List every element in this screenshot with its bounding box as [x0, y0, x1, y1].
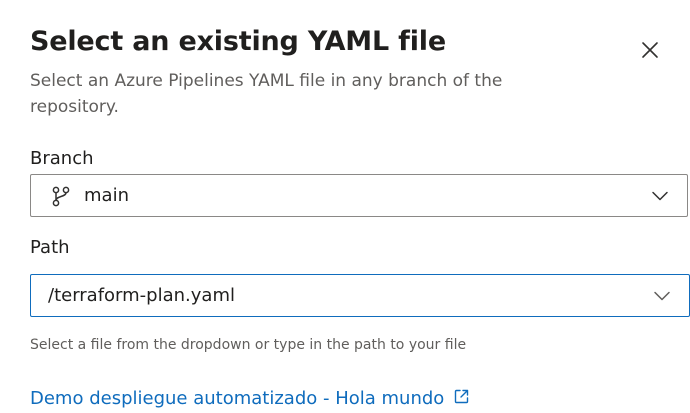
pipeline-link[interactable]: Demo despliegue automatizado - Hola mund…	[30, 388, 470, 409]
path-input[interactable]: /terraform-plan.yaml	[48, 285, 235, 306]
branch-label: Branch	[30, 148, 94, 169]
panel-subtitle: Select an Azure Pipelines YAML file in a…	[30, 71, 503, 117]
close-button[interactable]	[634, 34, 666, 66]
path-dropdown[interactable]: /terraform-plan.yaml	[30, 274, 690, 317]
chevron-down-icon[interactable]	[653, 287, 671, 305]
branch-value: main	[84, 185, 129, 206]
pipeline-link-text[interactable]: Demo despliegue automatizado - Hola mund…	[30, 388, 445, 409]
close-icon	[642, 42, 658, 58]
branch-dropdown[interactable]: main	[30, 174, 688, 217]
external-link-icon	[455, 389, 469, 404]
panel-title: Select an existing YAML file	[30, 26, 446, 57]
chevron-down-icon	[652, 191, 668, 201]
path-label: Path	[30, 237, 70, 258]
path-help-text: Select a file from the dropdown or type …	[30, 337, 467, 353]
git-branch-icon	[52, 186, 70, 207]
